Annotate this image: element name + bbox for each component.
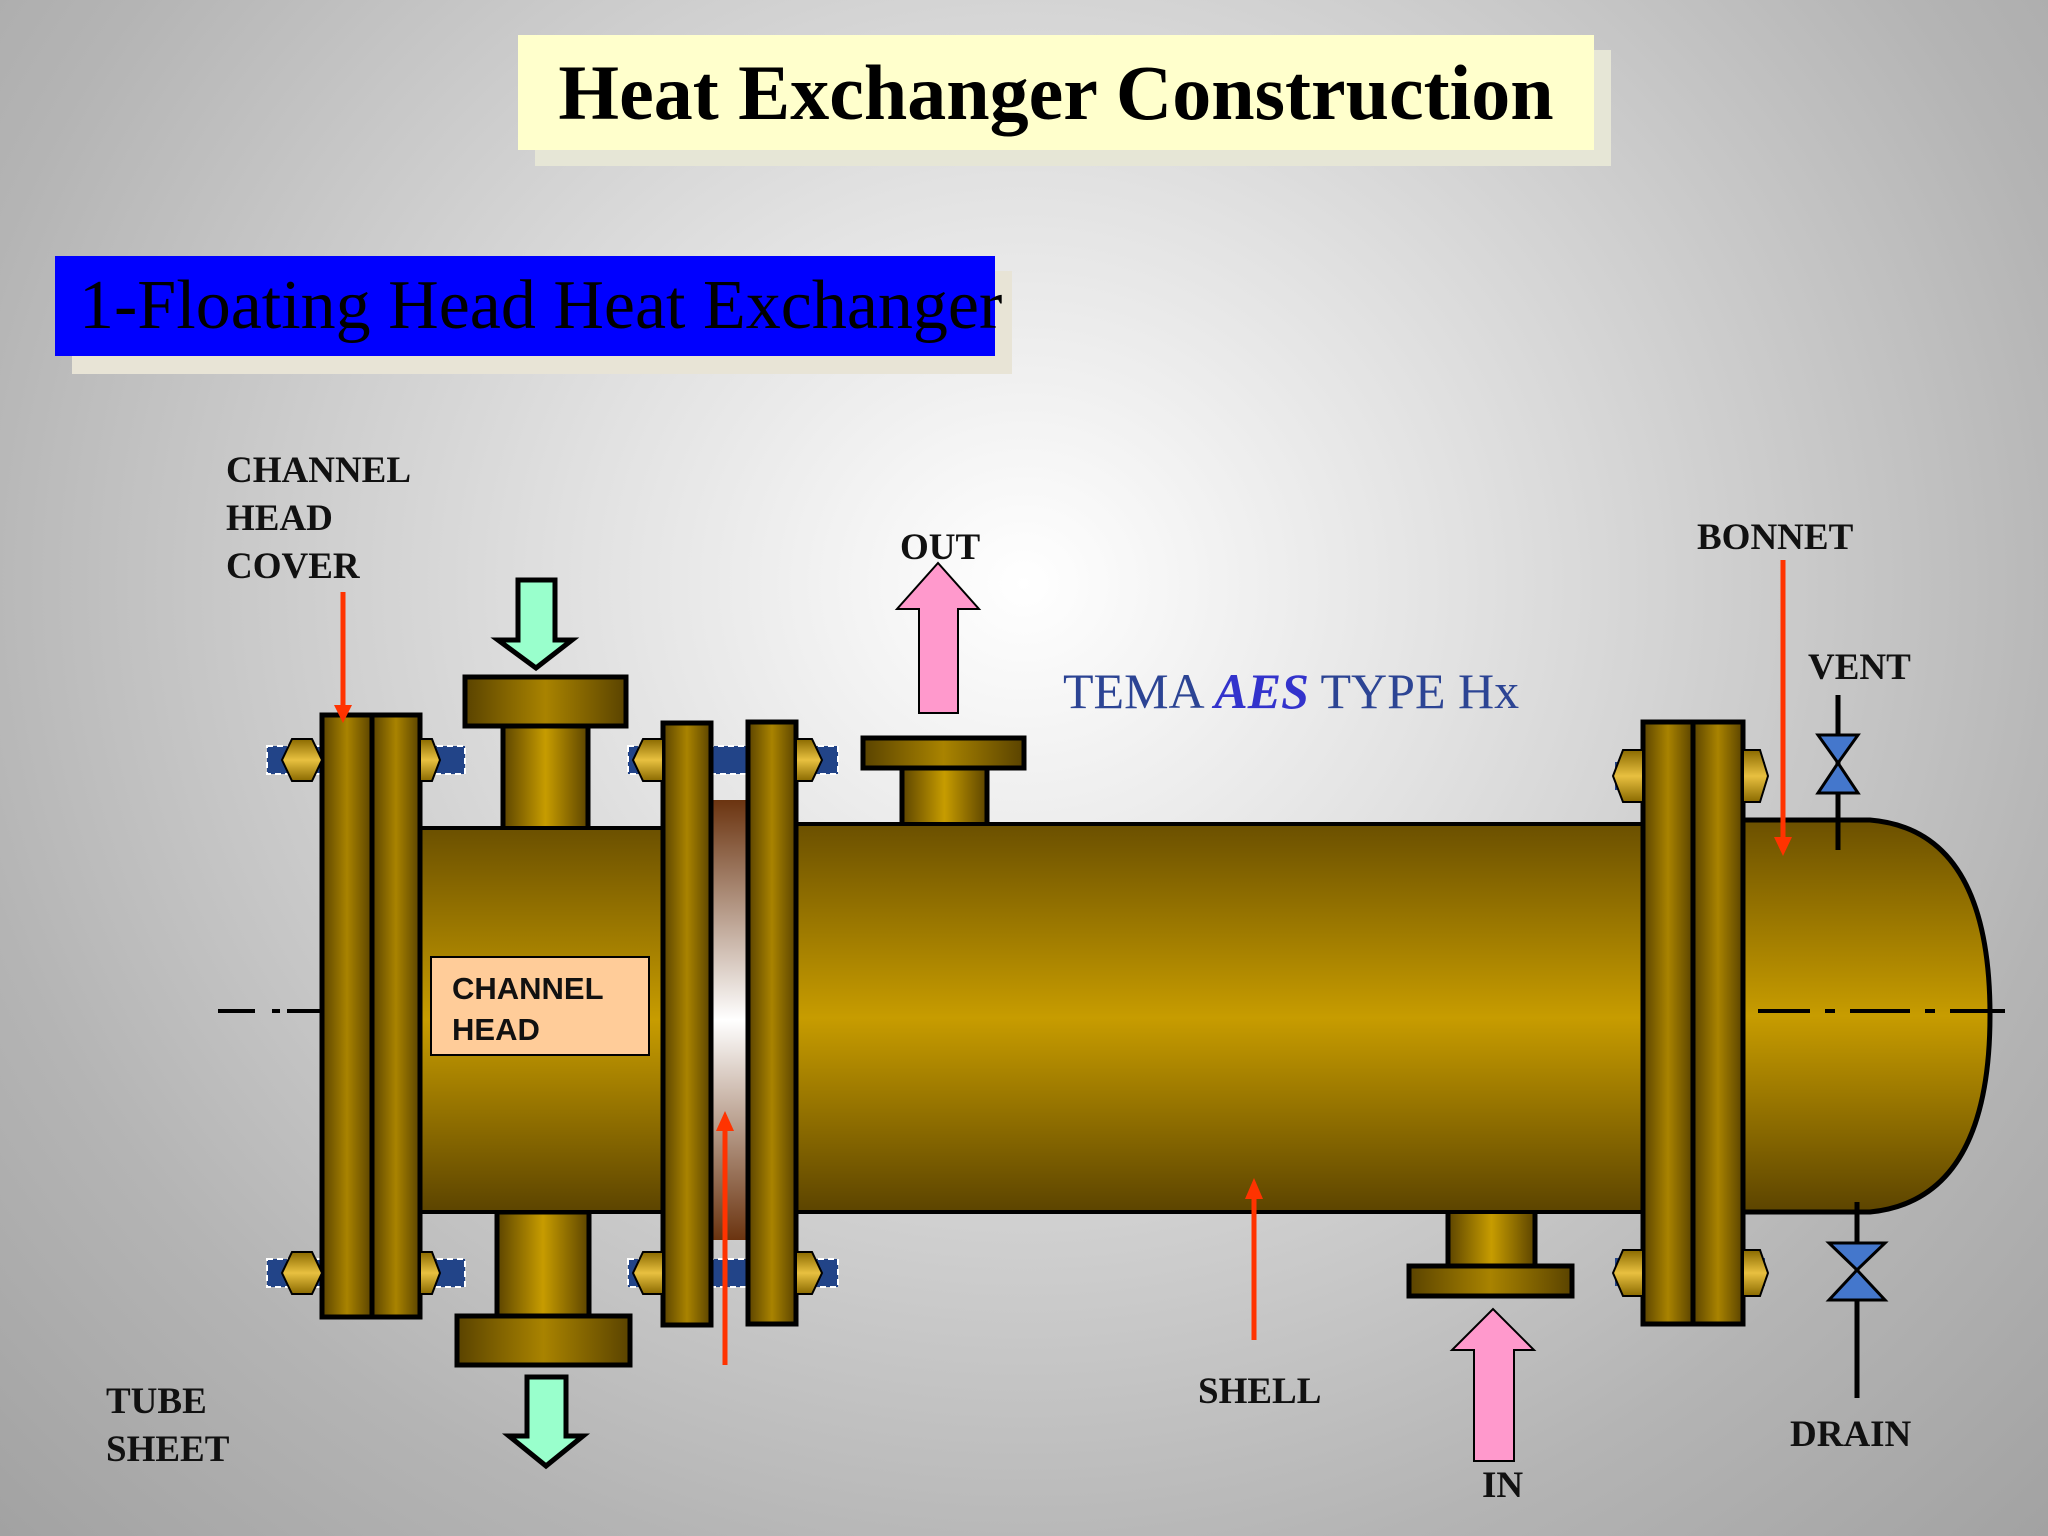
tema-type: AES: [1214, 663, 1309, 719]
vent-label: VENT: [1808, 647, 1911, 688]
tube-side-inlet-nozzle: [462, 674, 629, 833]
drain-valve: [1825, 1202, 1889, 1398]
bonnet-flanges: [1640, 719, 1746, 1327]
tube-sheet-flanges: [660, 719, 799, 1328]
vent-valve: [1815, 695, 1861, 850]
shell-in-arrow: [1449, 1307, 1537, 1462]
shell-label: SHELL: [1198, 1371, 1322, 1412]
annotation-arrows: [334, 560, 1792, 1365]
bonnet-head: [1737, 817, 1993, 1215]
subtitle: 1-Floating Head Heat Exchanger: [55, 256, 1002, 356]
channel-cover-flanges: [319, 712, 423, 1320]
tube-sheet: [710, 800, 750, 1240]
out-label: OUT: [900, 527, 981, 568]
tema-type-label: TEMA AES TYPE Hx: [1063, 662, 1519, 720]
in-label: IN: [1482, 1465, 1524, 1506]
tema-prefix: TEMA: [1063, 663, 1215, 719]
shell-body: [790, 824, 1650, 1212]
tube-side-out-arrow: [501, 1374, 591, 1470]
bonnet-label: BONNET: [1697, 517, 1854, 558]
tube-side-outlet-nozzle: [454, 1209, 633, 1368]
tube-side-in-arrow: [490, 577, 580, 672]
nut-set: [280, 738, 1770, 1297]
channel-head-label: CHANNEL HEAD: [430, 956, 650, 1056]
tube-sheet-label: TUBE SHEET: [106, 1381, 230, 1470]
page-title: Heat Exchanger Construction: [518, 35, 1594, 150]
drain-label: DRAIN: [1790, 1414, 1912, 1455]
shell-inlet-nozzle: [1406, 1201, 1575, 1299]
shell-outlet-nozzle: [860, 735, 1027, 833]
shell-out-arrow: [894, 561, 982, 714]
tema-suffix: TYPE Hx: [1308, 663, 1520, 719]
channel-head-cover-label: CHANNEL HEAD COVER: [226, 450, 412, 587]
